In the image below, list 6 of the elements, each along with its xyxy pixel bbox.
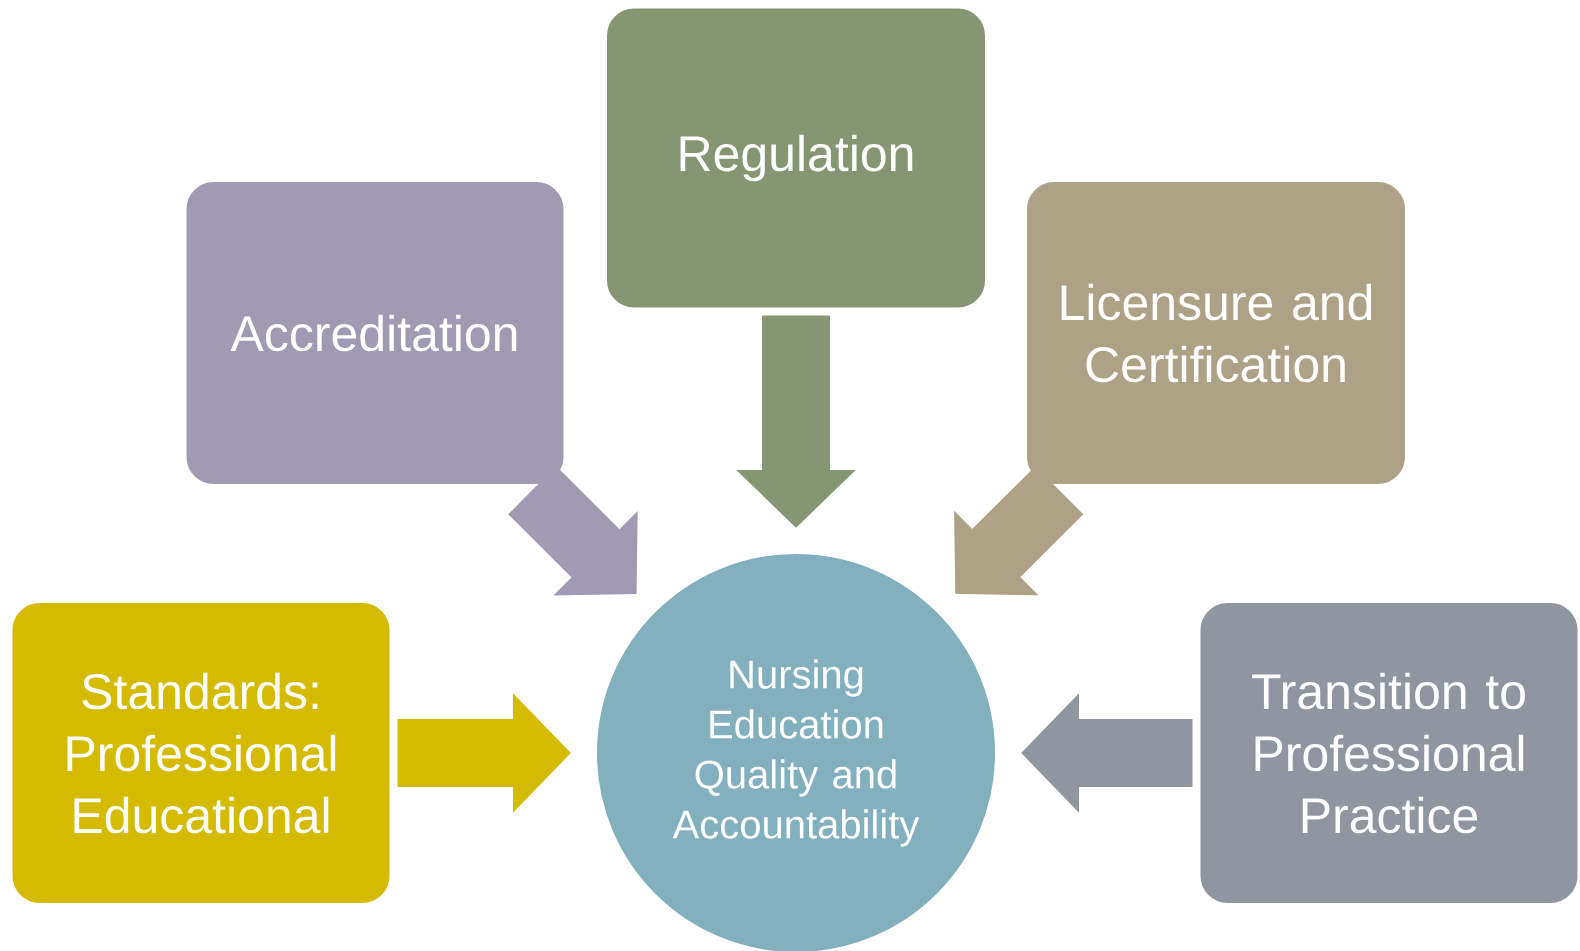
- rounded-box: Licensure and Certification: [1025, 180, 1407, 486]
- rounded-box: Accreditation: [184, 180, 566, 486]
- rounded-box: Regulation: [605, 6, 987, 310]
- rounded-box: Standards: Professional Educational: [10, 601, 392, 905]
- circle-node: Nursing Education Quality and Accountability: [595, 552, 997, 951]
- rounded-box: Transition to Professional Practice: [1198, 601, 1580, 905]
